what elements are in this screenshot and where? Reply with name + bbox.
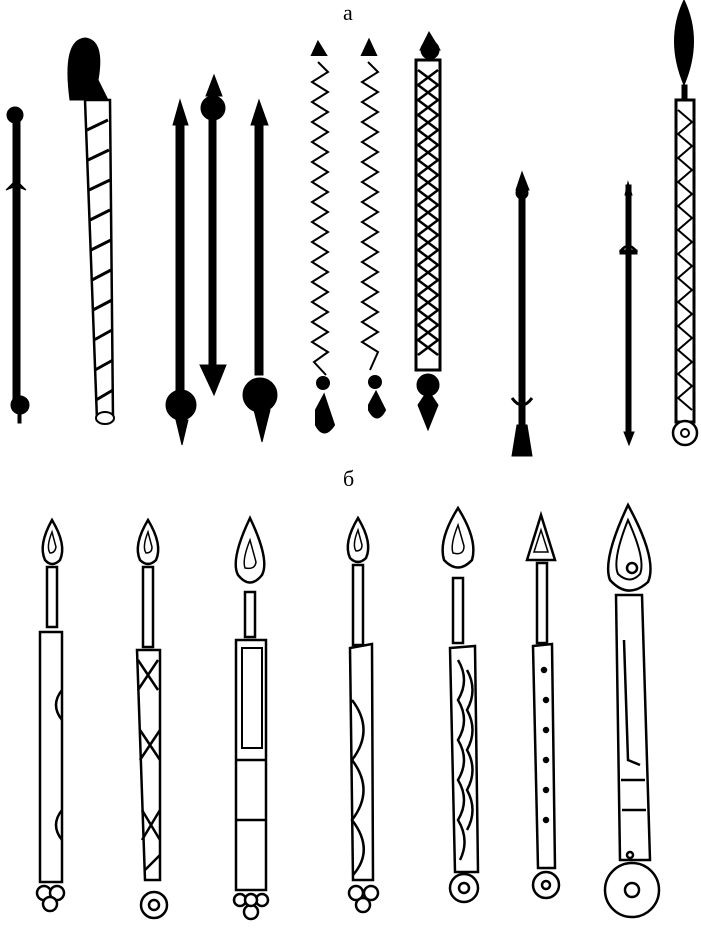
hairpin-b5 <box>441 505 480 904</box>
hairpin-b7 <box>603 502 661 919</box>
panel-label-a: а <box>343 0 353 25</box>
hairpin-6 <box>310 39 336 434</box>
hairpin-10 <box>618 180 638 447</box>
hairpin-b4 <box>346 515 380 914</box>
panel-label-b: б <box>343 466 355 491</box>
hairpin-b1 <box>35 517 66 913</box>
panel-a-objects <box>5 0 699 457</box>
hairpin-b3 <box>232 515 270 921</box>
hairpin-7 <box>360 37 387 419</box>
hairpin-8 <box>414 30 442 432</box>
panel-b-objects <box>35 502 661 921</box>
hairpin-1 <box>5 106 30 424</box>
hairpin-4 <box>199 73 227 397</box>
hairpin-2 <box>67 37 115 425</box>
hairpin-11 <box>671 0 699 447</box>
hairpin-b6 <box>525 510 561 900</box>
hairpin-9 <box>510 170 534 457</box>
hairpin-5 <box>242 98 278 443</box>
hairpin-b2 <box>135 517 169 920</box>
hairpin-3 <box>165 98 197 446</box>
